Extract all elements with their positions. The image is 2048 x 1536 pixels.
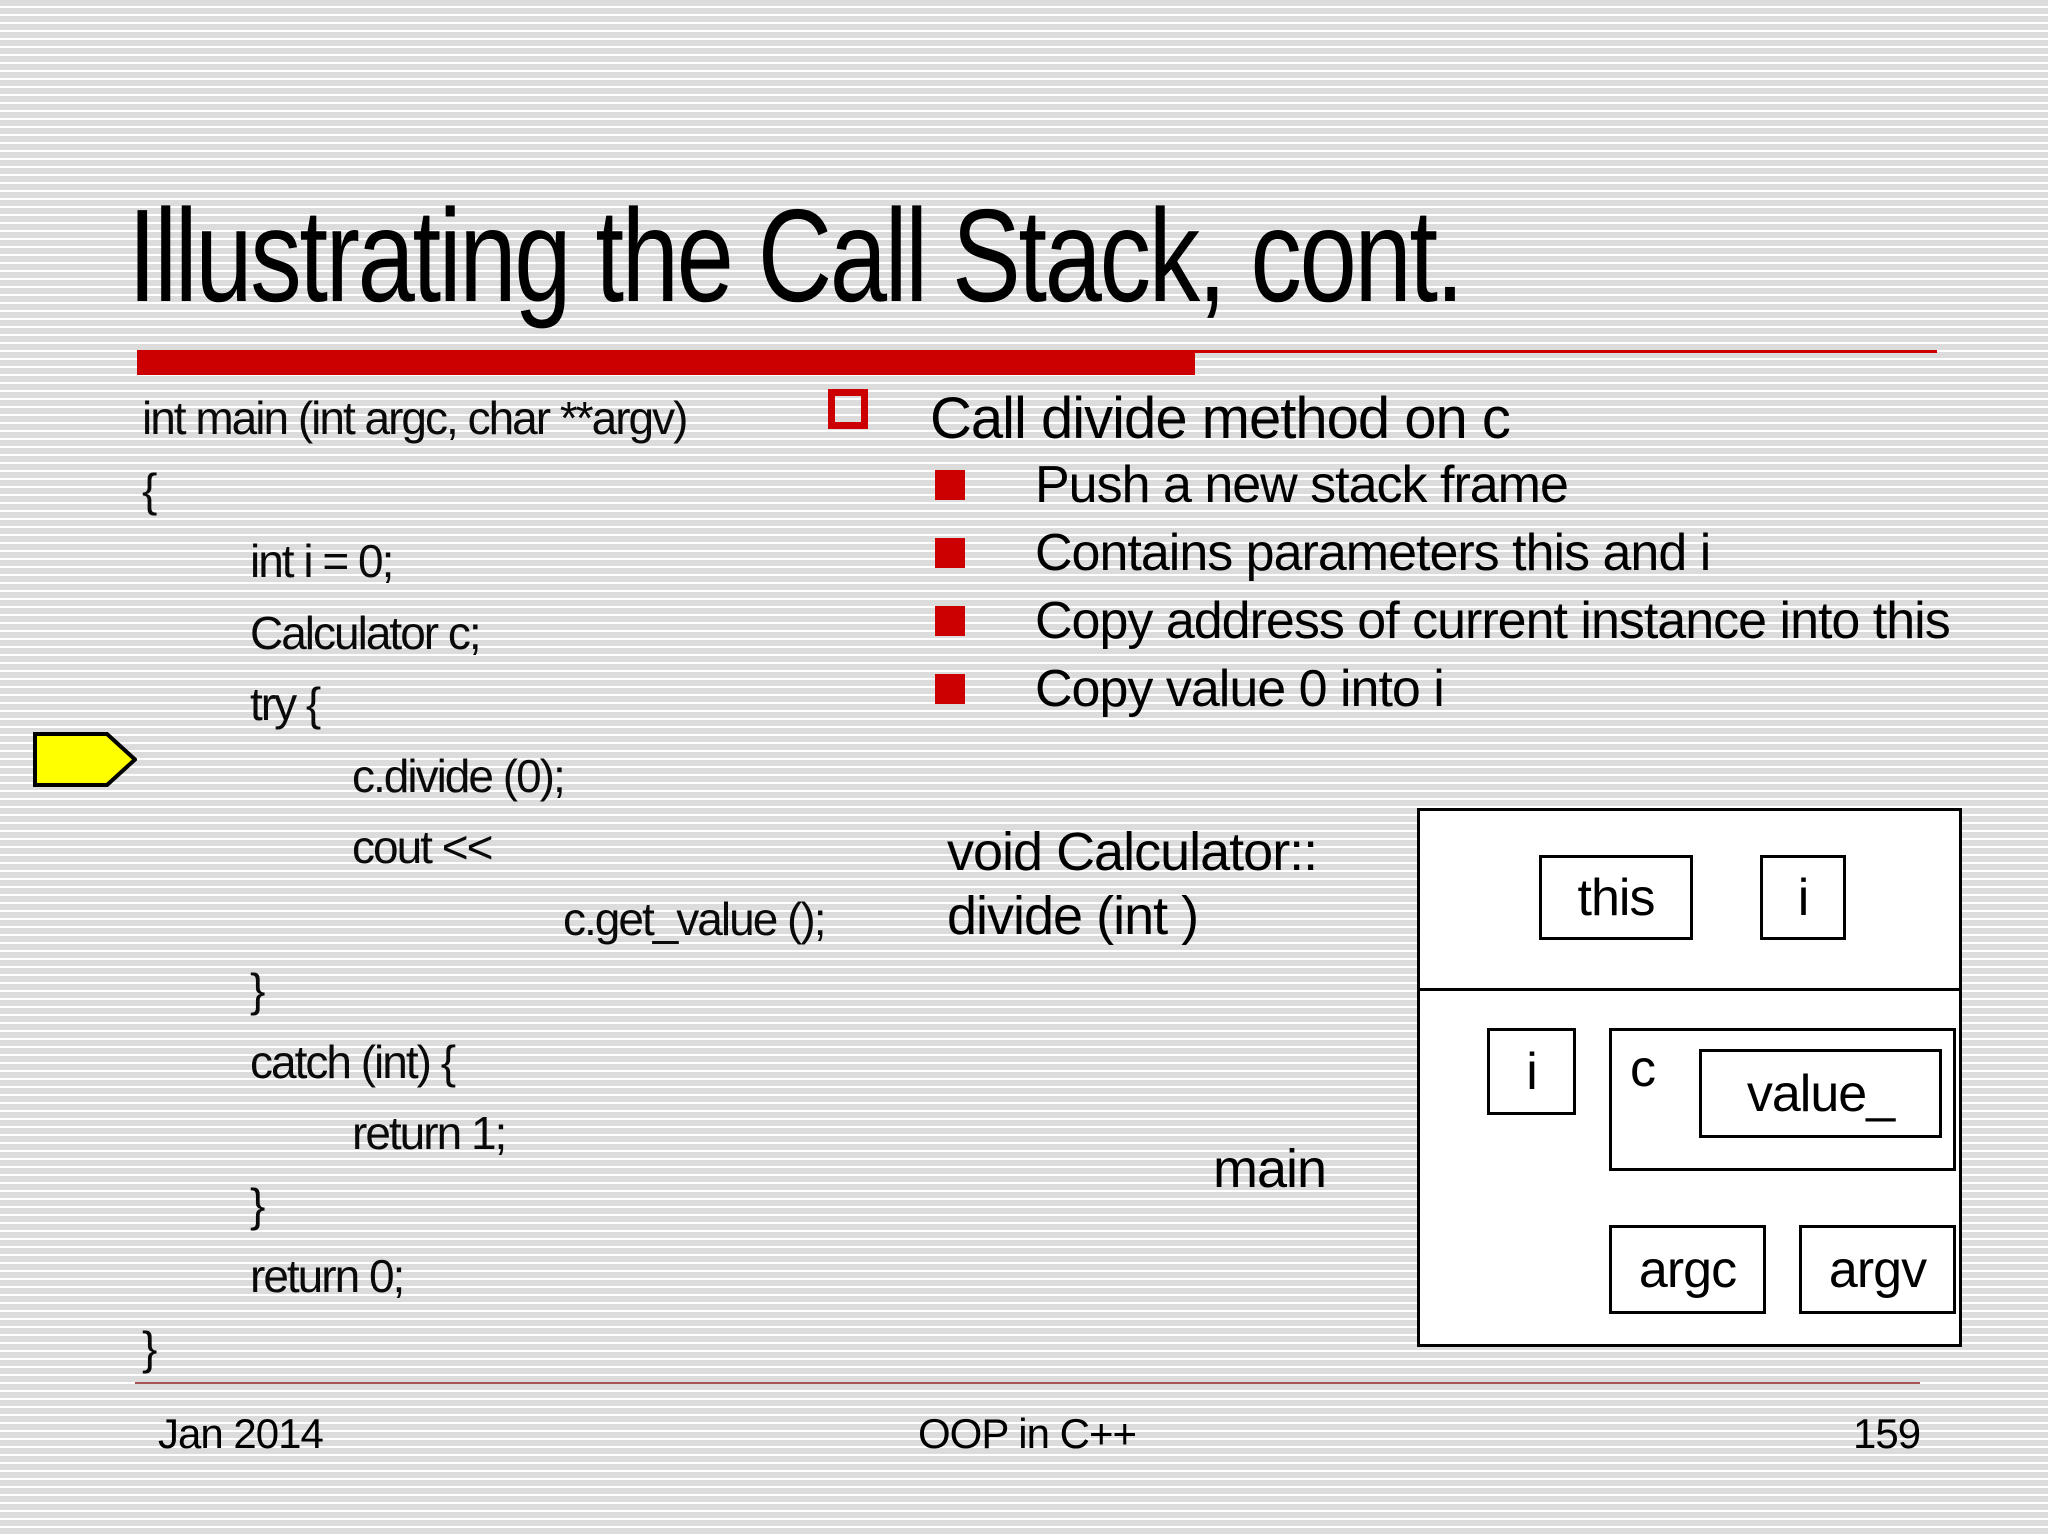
list-item: Copy address of current instance into th… — [933, 591, 1995, 651]
code-line: cout << — [352, 821, 493, 873]
argv-box: argv — [1799, 1225, 1956, 1314]
code-line: int i = 0; — [250, 535, 394, 587]
page-title: Illustrating the Call Stack, cont. — [128, 182, 1464, 329]
list-item: Push a new stack frame — [933, 455, 1995, 515]
bullet-filled-square-icon — [935, 538, 965, 568]
code-line: int main (int argc, char **argv) — [142, 392, 688, 444]
frame-divider-line — [1420, 988, 1959, 991]
footer-page-number: 159 — [1853, 1410, 1921, 1457]
title-accent-line — [137, 350, 1937, 353]
code-line: c.get_value (); — [563, 893, 826, 945]
sub-bullet-list: Push a new stack frame Contains paramete… — [933, 455, 2048, 727]
code-line: c.divide (0); — [352, 750, 566, 802]
title-accent-bar — [137, 353, 1195, 375]
argc-box: argc — [1609, 1225, 1766, 1314]
code-line: return 0; — [250, 1250, 405, 1302]
bullet-hollow-square-icon — [828, 389, 868, 429]
code-line: } — [250, 964, 265, 1016]
current-line-arrow-icon — [33, 732, 138, 787]
method-caption: void Calculator:: divide (int ) — [947, 820, 1318, 948]
bullet-main-text: Call divide method on c — [930, 386, 1511, 451]
code-line: try { — [250, 678, 321, 730]
list-item: Copy value 0 into i — [933, 659, 1995, 719]
c-object-label: c — [1630, 1040, 1656, 1098]
i-box-divide-frame: i — [1760, 855, 1846, 940]
method-caption-line2: divide (int ) — [947, 886, 1199, 946]
code-line: Calculator c; — [250, 607, 482, 659]
main-frame-label: main — [1213, 1139, 1327, 1199]
bullet-filled-square-icon — [935, 606, 965, 636]
sub-bullet-text: Copy value 0 into i — [1035, 660, 1445, 718]
code-line: } — [250, 1179, 265, 1231]
i-box-main-frame: i — [1487, 1028, 1576, 1115]
sub-bullet-text: Push a new stack frame — [1035, 456, 1569, 514]
method-caption-line1: void Calculator:: — [947, 822, 1318, 882]
this-box: this — [1539, 855, 1693, 940]
sub-bullet-text: Copy address of current instance into th… — [1035, 592, 1951, 650]
code-line: return 1; — [352, 1107, 507, 1159]
bullet-filled-square-icon — [935, 470, 965, 500]
footer-date: Jan 2014 — [158, 1410, 324, 1457]
sub-bullet-text: Contains parameters this and i — [1035, 524, 1711, 582]
footer-course: OOP in C++ — [918, 1410, 1137, 1457]
list-item: Contains parameters this and i — [933, 523, 1995, 583]
stack-frame-diagram: this i i c value_ argc argv — [1417, 808, 1962, 1347]
bullet-filled-square-icon — [935, 674, 965, 704]
c-object-box: c value_ — [1609, 1028, 1956, 1171]
value-member-box: value_ — [1699, 1049, 1942, 1138]
footer-divider-line — [135, 1382, 1920, 1384]
code-line: } — [142, 1322, 157, 1374]
code-line: catch (int) { — [250, 1036, 456, 1088]
code-line: { — [142, 464, 157, 516]
